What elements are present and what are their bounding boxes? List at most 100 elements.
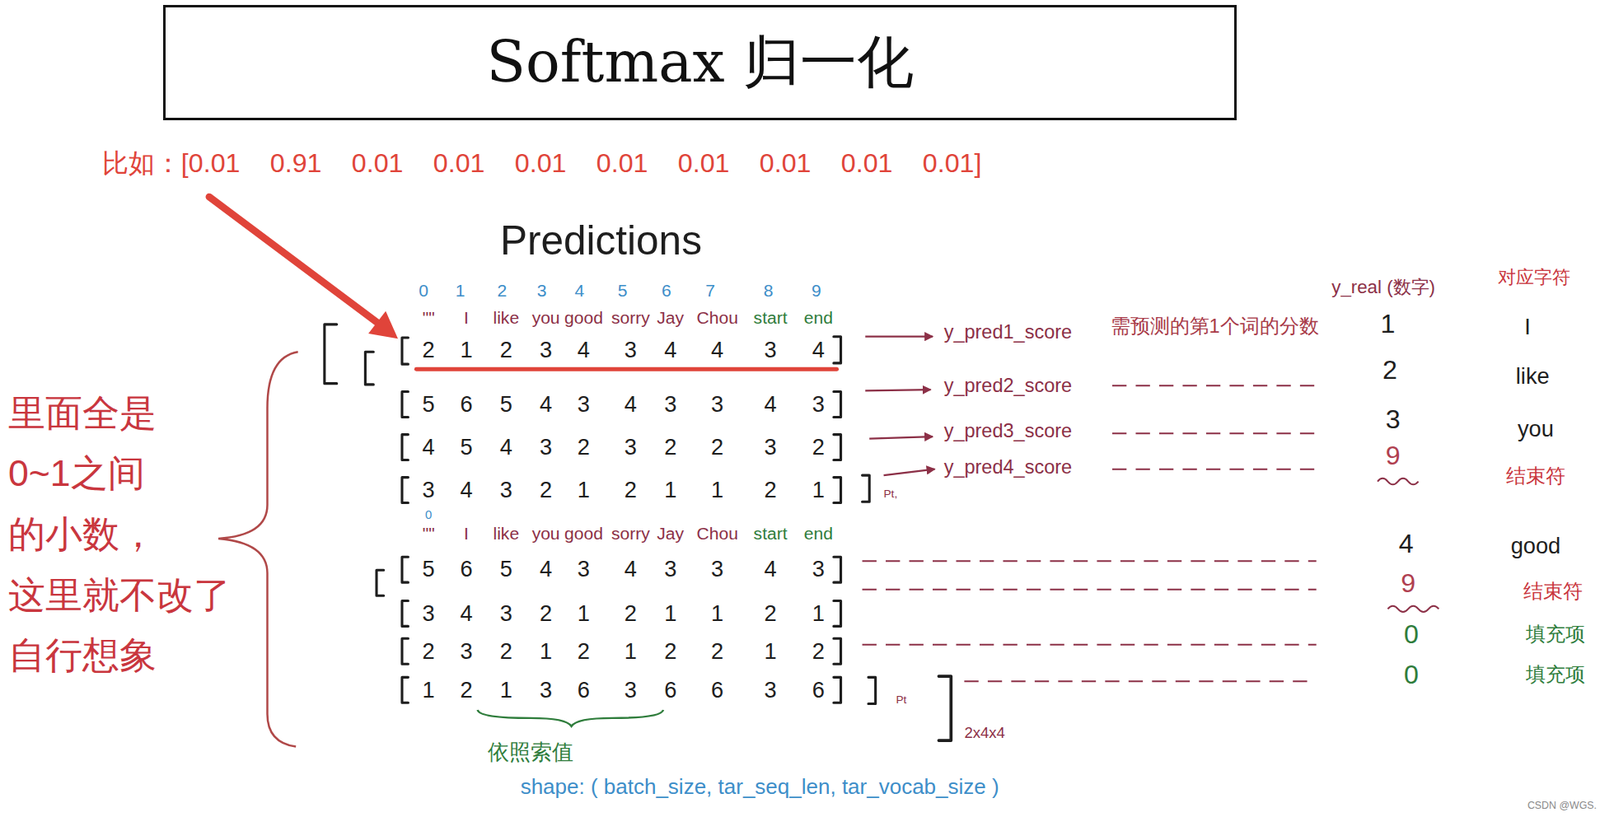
- matrix-heading: Predictions: [500, 217, 702, 265]
- matrix-cell: 1: [500, 677, 513, 703]
- matrix-cell: 2: [422, 336, 436, 363]
- vocab-word: "": [422, 308, 436, 328]
- vocab-word: "": [422, 523, 436, 544]
- matrix-cell: 2: [812, 434, 825, 460]
- token-id: 9: [1385, 440, 1401, 472]
- matrix-cell: 2: [624, 600, 637, 627]
- vocab-word: start: [753, 308, 788, 328]
- token-id: 1: [1380, 308, 1395, 340]
- bracket: [402, 556, 408, 583]
- matrix-cell: 4: [812, 336, 825, 363]
- score-note: 需预测的第1个词的分数: [1110, 315, 1320, 338]
- row-arrow: [869, 436, 933, 439]
- side-note: 里面全是 0~1之间 的小数， 这里就不改了 自行想象: [8, 383, 264, 687]
- token-text: 结束符: [1523, 580, 1583, 604]
- shape-note: shape: ( batch_size, tar_seq_len, tar_vo…: [520, 775, 1000, 800]
- matrix-cell: 4: [539, 556, 553, 582]
- matrix-cell: 1: [422, 677, 436, 703]
- column-index: 6: [661, 280, 672, 301]
- bracket: [376, 570, 384, 596]
- row-arrow: [865, 336, 933, 338]
- bracket: [364, 351, 374, 385]
- matrix-cell: 1: [812, 600, 825, 627]
- column-index: 8: [763, 280, 774, 301]
- title-box: Softmax 归一化: [163, 4, 1237, 121]
- matrix-cell: 1: [577, 477, 590, 503]
- token-id: 2: [1382, 355, 1398, 386]
- matrix-cell: 2: [812, 638, 825, 665]
- token-id: 4: [1398, 528, 1414, 560]
- dashed-leader: [1112, 468, 1317, 471]
- dashed-leader: [1112, 432, 1317, 435]
- bracket: [833, 477, 842, 504]
- matrix-cell: 3: [711, 391, 724, 417]
- curly-brace: [218, 351, 299, 747]
- matrix-cell: 3: [577, 556, 590, 582]
- matrix-cell: 1: [459, 336, 473, 363]
- column-index: 9: [811, 280, 822, 301]
- matrix-cell: 3: [577, 391, 590, 417]
- token-id: 3: [1385, 404, 1401, 436]
- matrix-cell: 6: [459, 391, 473, 417]
- dashed-leader: [862, 589, 1317, 591]
- matrix-cell: 3: [624, 336, 637, 363]
- matrix-cell: 2: [624, 477, 637, 503]
- matrix-cell: 2: [539, 600, 553, 627]
- matrix-cell: 3: [422, 477, 436, 503]
- matrix-cell: 4: [764, 391, 777, 417]
- matrix-cell: 3: [422, 600, 436, 627]
- matrix-cell: 3: [764, 434, 777, 460]
- matrix-cell: 4: [664, 336, 677, 363]
- matrix-cell: 3: [624, 677, 637, 703]
- column-index: 2: [496, 280, 507, 301]
- matrix-cell: 1: [711, 600, 724, 627]
- token-id: 0: [1403, 619, 1419, 651]
- matrix-cell: 6: [459, 556, 473, 582]
- token-text: I: [1524, 313, 1531, 340]
- column-index: 1: [455, 280, 466, 301]
- token-id: 0: [1403, 659, 1419, 691]
- matrix-cell: 2: [664, 638, 677, 665]
- vocab-word: end: [804, 523, 833, 544]
- dashed-leader: [862, 644, 1317, 646]
- matrix-cell: 3: [764, 336, 777, 363]
- matrix-cell: 2: [577, 434, 590, 460]
- token-text: 填充项: [1525, 623, 1586, 646]
- bracket: [402, 477, 408, 504]
- matrix-cell: 4: [459, 600, 473, 627]
- matrix-cell: 6: [577, 677, 590, 703]
- row-arrow: [865, 389, 931, 391]
- column-index: 0: [418, 280, 429, 301]
- example-vector: 比如：[0.01 0.91 0.01 0.01 0.01 0.01 0.01 0…: [102, 148, 983, 179]
- matrix-cell: 3: [711, 556, 724, 582]
- bracket: [862, 475, 871, 502]
- vocab-word: good: [564, 308, 604, 328]
- matrix-cell: 2: [459, 677, 473, 703]
- dashed-leader: [1112, 384, 1317, 387]
- matrix-cell: 3: [812, 556, 825, 582]
- vocab-word: sorry: [611, 523, 651, 544]
- score-label: y_pred4_score: [944, 456, 1073, 479]
- watermark: CSDN @WGS.: [1527, 800, 1597, 812]
- under-brace: [477, 710, 664, 727]
- row-arrow: [884, 469, 936, 476]
- bracket: [402, 638, 408, 665]
- pointer-arrowhead: [368, 311, 398, 339]
- score-label: y_pred1_score: [944, 321, 1073, 344]
- bracket: [833, 600, 842, 627]
- matrix-cell: 2: [764, 477, 777, 503]
- title-text: Softmax 归一化: [486, 23, 914, 102]
- matrix-cell: 4: [539, 391, 553, 417]
- squiggle: [1387, 606, 1439, 613]
- column-index: 5: [617, 280, 628, 301]
- matrix-cell: 2: [764, 600, 777, 627]
- vocab-word: end: [804, 308, 833, 328]
- matrix-cell: 5: [422, 556, 436, 582]
- matrix-cell: 1: [624, 638, 637, 665]
- matrix-cell: 1: [664, 600, 677, 627]
- matrix-cell: 3: [812, 391, 825, 417]
- matrix-cell: 3: [624, 434, 637, 460]
- matrix-cell: 2: [539, 477, 553, 503]
